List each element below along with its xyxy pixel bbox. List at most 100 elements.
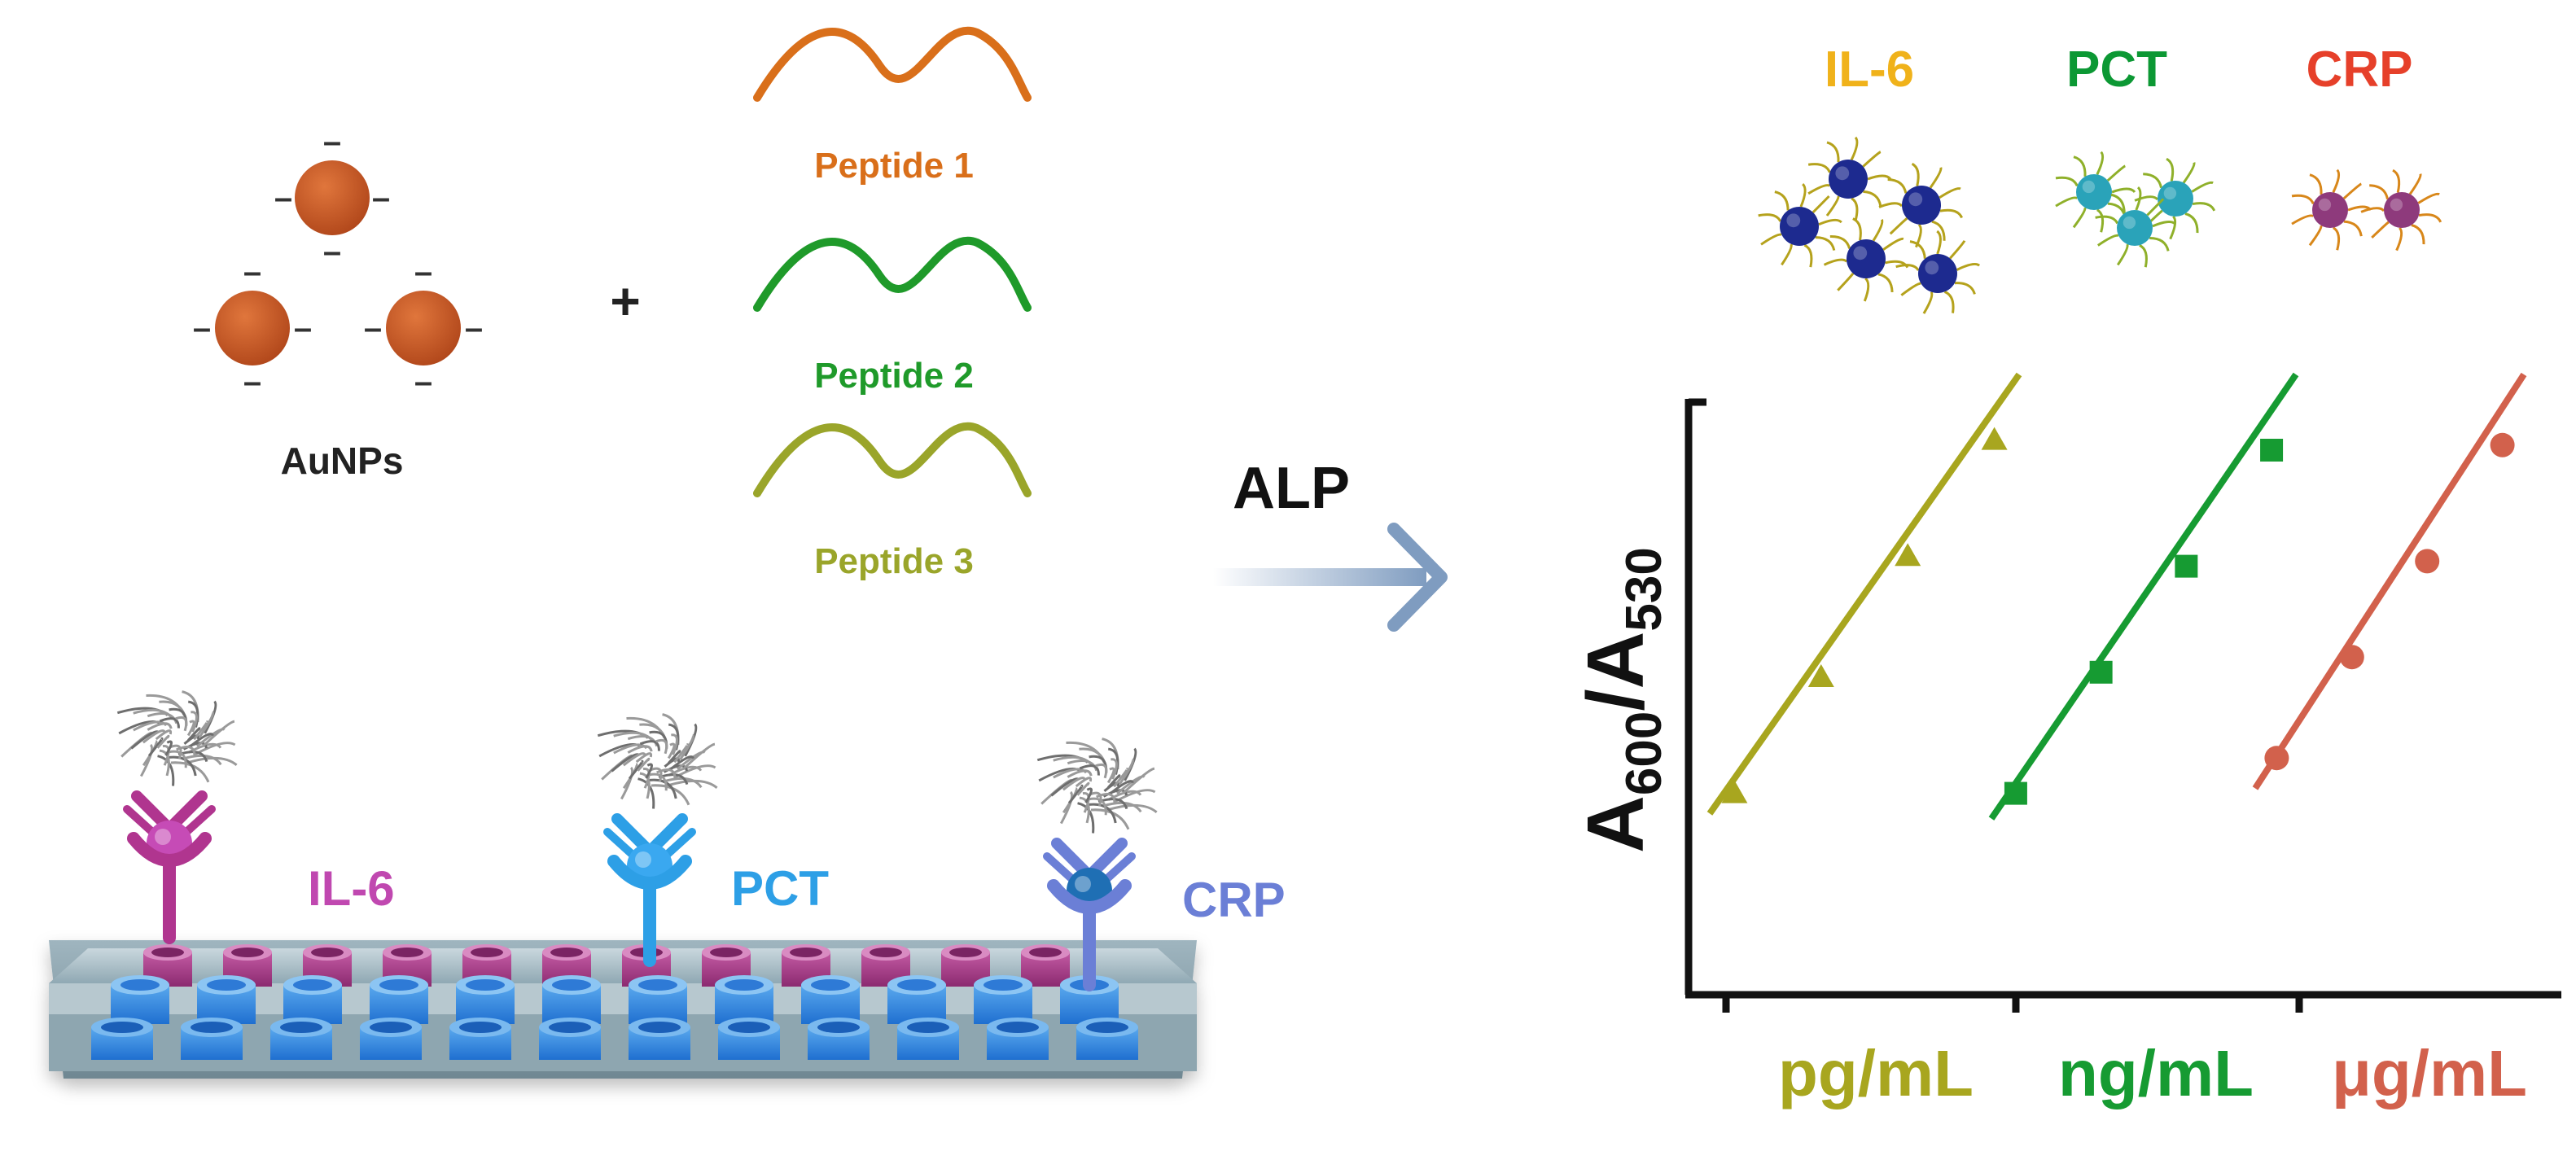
- svg-text:A600/A530: A600/A530: [1571, 547, 1672, 853]
- x-unit-label-il6: pg/mL: [1778, 1037, 1974, 1110]
- charge-mark: –: [465, 310, 483, 346]
- data-point: [2004, 781, 2027, 805]
- chart-series-layer: [1706, 372, 2527, 821]
- plate-well: [887, 975, 946, 1024]
- capture-antibody-icon: [1047, 879, 1132, 991]
- charge-mark: –: [323, 234, 341, 269]
- plate-well: [629, 1018, 690, 1060]
- plate-well: [91, 1018, 153, 1060]
- chart-series-il-6: [1706, 372, 2022, 816]
- plate-well: [181, 1018, 243, 1060]
- peptide-aunp-aggregate-particle: [2134, 157, 2216, 240]
- data-point: [2339, 645, 2364, 670]
- data-point: [2490, 432, 2515, 457]
- peptide-2-label: Peptide 2: [814, 356, 974, 396]
- charge-mark: –: [323, 124, 341, 160]
- charge-mark: –: [193, 310, 211, 346]
- data-point: [1721, 780, 1748, 803]
- crp-sandwich: [1036, 738, 1158, 991]
- plate-well: [197, 975, 256, 1024]
- aggregate-cluster-pct: [2055, 151, 2216, 268]
- data-point: [2415, 549, 2440, 574]
- data-point: [1807, 664, 1834, 687]
- peptide-1-wave: [753, 26, 1032, 102]
- aunp-particle: – – – –: [193, 254, 312, 400]
- aunp-particle: – – – –: [274, 124, 390, 269]
- charge-mark: –: [414, 254, 432, 290]
- chart-series-pct: [1988, 372, 2299, 821]
- peptide-3-wave: [753, 422, 1032, 497]
- peptide-aunp-aggregate-particle: [1758, 183, 1842, 268]
- peptide-2-wave: [753, 236, 1032, 312]
- plate-well: [143, 944, 192, 987]
- plate-well: [629, 975, 687, 1024]
- plate-well: [718, 1018, 780, 1060]
- y-axis-title-slash: /A: [1571, 632, 1660, 711]
- data-point: [1981, 427, 2008, 450]
- plate-well: [801, 975, 860, 1024]
- plate-well: [987, 1018, 1049, 1060]
- peptide-1: Peptide 1: [753, 26, 1032, 186]
- aggregate-cluster-il6: [1758, 136, 1981, 314]
- plate-well: [715, 975, 773, 1024]
- plus-sign: +: [610, 272, 640, 330]
- aggregate-label-il6: IL-6: [1825, 42, 1914, 98]
- peptide-aunp-aggregate-particle: [2095, 186, 2176, 268]
- plate-well: [270, 1018, 332, 1060]
- peptide-3-label: Peptide 3: [814, 541, 974, 581]
- y-axis-title-sub2: 530: [1616, 547, 1672, 631]
- plate-well: [897, 1018, 959, 1060]
- charge-mark: –: [364, 310, 382, 346]
- charge-mark: –: [372, 180, 390, 216]
- peptide-3: Peptide 3: [753, 422, 1032, 581]
- aunps-label: AuNPs: [281, 440, 404, 482]
- aunp-group: – – – – – – – – – – – – AuNPs: [193, 124, 483, 482]
- well-label-crp: CRP: [1182, 873, 1286, 927]
- peptide-aunp-aggregate-particle: [1878, 162, 1964, 248]
- data-point: [1895, 543, 1921, 567]
- alp-enzyme-icon: [597, 713, 718, 809]
- calibration-chart: A600/A530 pg/mL ng/mL μg/mL: [1571, 372, 2561, 1110]
- plate-well: [539, 1018, 601, 1060]
- peptide-aunp-aggregate-particle: [1807, 136, 1892, 221]
- alp-reaction-arrow: ALP: [1213, 456, 1448, 632]
- fit-line: [1988, 372, 2299, 821]
- alp-enzyme-icon: [116, 690, 238, 786]
- plate-well: [861, 944, 910, 987]
- plate-well: [974, 975, 1032, 1024]
- plate-well: [1076, 1018, 1138, 1060]
- plate-well: [360, 1018, 422, 1060]
- charge-mark: –: [414, 364, 432, 400]
- x-unit-label-pct: ng/mL: [2058, 1037, 2254, 1110]
- alp-label: ALP: [1233, 456, 1350, 521]
- capture-antibody-icon: [607, 855, 692, 967]
- antigen-highlight: [635, 851, 651, 868]
- well-label-pct: PCT: [731, 861, 829, 916]
- charge-mark: –: [243, 254, 261, 290]
- data-point: [2089, 660, 2113, 684]
- plate-well: [370, 975, 428, 1024]
- pct-sandwich: [597, 713, 718, 967]
- y-axis-title-sub1: 600: [1616, 711, 1672, 795]
- peptide-aunp-aggregate-particle: [2360, 169, 2442, 252]
- data-point: [2264, 746, 2289, 771]
- plate-well: [542, 975, 601, 1024]
- fit-line: [1706, 372, 2022, 816]
- antigen-highlight: [1075, 876, 1091, 892]
- aunp-particle: – – – –: [364, 254, 483, 400]
- well-label-il6: IL-6: [308, 861, 395, 916]
- capture-antibody-icon: [127, 832, 212, 944]
- peptide-1-label: Peptide 1: [814, 146, 974, 186]
- y-axis-title-main: A: [1571, 795, 1660, 853]
- well-row-front: [91, 1018, 1138, 1060]
- plate-well: [808, 1018, 870, 1060]
- x-unit-label-crp: μg/mL: [2332, 1037, 2527, 1110]
- antigen-highlight: [155, 829, 171, 845]
- plate-well: [283, 975, 342, 1024]
- plate-well: [449, 1018, 511, 1060]
- peptide-aunp-aggregate-particle: [1895, 230, 1981, 314]
- il6-sandwich: [116, 690, 238, 944]
- data-point: [2175, 554, 2198, 578]
